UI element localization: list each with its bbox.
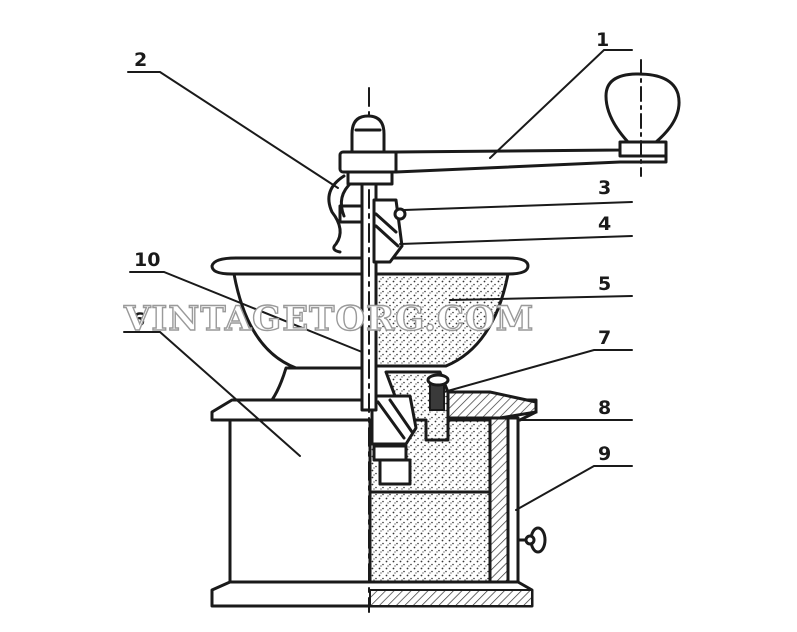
callout-2: 2 xyxy=(134,49,147,71)
bushing xyxy=(338,198,407,264)
grinder-box xyxy=(210,390,547,608)
grinding-mechanism xyxy=(370,370,450,486)
adjust-nut xyxy=(372,444,408,462)
callout-1: 1 xyxy=(596,29,609,51)
callout-9: 9 xyxy=(598,443,611,465)
bowl-right-beans xyxy=(368,272,510,368)
watermark: VINTAGETORG.COM xyxy=(123,299,534,339)
wooden-knob xyxy=(604,72,681,144)
callout-7: 7 xyxy=(598,327,611,349)
callout-5: 5 xyxy=(598,273,611,295)
knob-base xyxy=(618,140,668,158)
crank-hub xyxy=(338,150,400,174)
callout-3: 3 xyxy=(598,177,611,199)
lid-section xyxy=(446,390,538,420)
finial-nut xyxy=(350,114,386,154)
callout-4: 4 xyxy=(598,213,611,235)
hub-washer xyxy=(346,170,394,186)
callout-10: 10 xyxy=(134,249,160,271)
burr-holder xyxy=(378,458,412,486)
callout-6: 6 xyxy=(132,309,145,331)
base-section xyxy=(369,589,533,607)
retaining-clip xyxy=(327,174,346,254)
box-side-wall xyxy=(488,416,510,592)
callout-8: 8 xyxy=(598,397,611,419)
box-front-left xyxy=(228,418,372,592)
set-screw xyxy=(338,204,364,224)
bowl-foot xyxy=(270,366,372,402)
drawer-knob xyxy=(516,526,547,554)
leader-lines xyxy=(123,49,633,511)
crank-handle xyxy=(338,59,681,186)
callout-labels: 1 2 3 4 5 6 7 8 9 10 xyxy=(132,29,611,465)
box-side-outer xyxy=(506,416,520,592)
